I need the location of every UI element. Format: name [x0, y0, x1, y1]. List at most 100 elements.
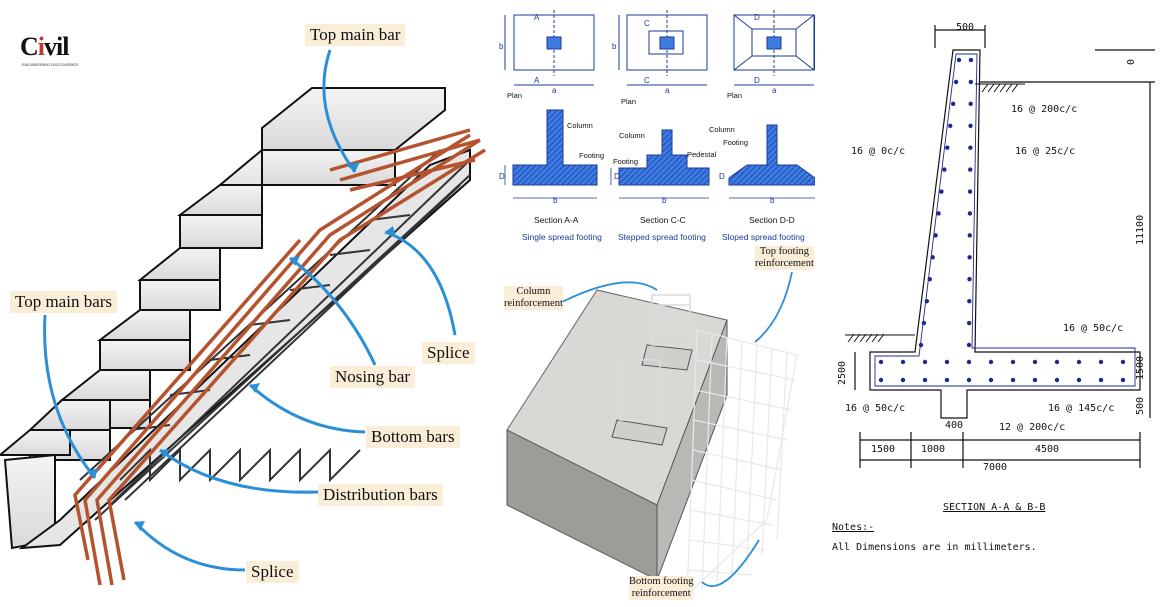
dim-a-1: a	[552, 86, 557, 95]
rebar-dot	[953, 79, 959, 85]
section-dd-type: Sloped spread footing	[722, 232, 805, 242]
rebar-dot	[922, 377, 928, 383]
rebar-dot	[1098, 359, 1104, 365]
rebar-dot	[988, 377, 994, 383]
dim-500-top: 500	[956, 22, 975, 33]
rebar-dot	[930, 255, 935, 260]
column-label-2: Column	[619, 131, 645, 140]
section-views	[512, 109, 815, 186]
rebar-dot	[966, 377, 972, 383]
plan-label-1: Plan	[507, 91, 523, 100]
rebar-dot	[944, 377, 950, 383]
section-title: SECTION A-A & B-B	[943, 502, 1046, 513]
dim-400: 400	[945, 420, 964, 431]
section-cc-title: Section C-C	[640, 215, 686, 225]
letter-c1: C	[644, 19, 650, 28]
rebar-dot	[942, 167, 947, 172]
dim-D-2: D	[614, 172, 620, 181]
dim-b-sec-2: b	[662, 196, 667, 205]
rebar-12-200: 12 @ 200c/c	[999, 422, 1066, 433]
rebar-dot	[878, 377, 884, 383]
rebar-dot	[967, 189, 973, 194]
rebar-dot	[1120, 377, 1126, 383]
rebar-dot	[1054, 377, 1060, 383]
notes-title: Notes:-	[832, 522, 875, 533]
label-splice-right: Splice	[422, 342, 475, 364]
rebar-dot	[956, 57, 962, 63]
dim-11100: 11100	[1135, 214, 1146, 245]
rebar-16-50-right: 16 @ 50c/c	[1063, 323, 1124, 334]
rebar-dot	[1032, 377, 1038, 383]
civil-logo: Civil	[20, 32, 69, 61]
footing-drawings	[504, 10, 815, 597]
rebar-dot	[1010, 359, 1016, 365]
label-bottom-bars: Bottom bars	[366, 426, 460, 448]
rebar-dot	[936, 211, 941, 216]
dim-a-2: a	[665, 86, 670, 95]
waist-slab	[18, 148, 471, 550]
plan-views	[504, 10, 815, 86]
rebar-dot	[939, 189, 944, 194]
label-column-reinforcement: Column reinforcement	[504, 286, 563, 310]
rebar-dot	[967, 277, 972, 282]
staircase-drawing	[0, 49, 486, 586]
stair-steps	[0, 87, 446, 550]
rebar-dot	[968, 167, 973, 172]
rebar-16-50-left: 16 @ 50c/c	[845, 403, 906, 414]
column-label-1: Column	[567, 121, 593, 130]
rebar-dot	[950, 101, 956, 107]
rebar-dot	[933, 233, 938, 238]
rebar-dot	[900, 359, 906, 365]
rebar-dot	[924, 298, 930, 304]
rebar-dots	[878, 57, 1126, 383]
dim-D-3: D	[719, 172, 725, 181]
main-rebars	[73, 128, 486, 586]
dim-1500: 1500	[871, 444, 896, 455]
dim-b-sec-3: b	[770, 196, 775, 205]
letter-d2: D	[754, 76, 760, 85]
notes-text: All Dimensions are in millimeters.	[832, 542, 1037, 553]
dim-4500: 4500	[1035, 444, 1060, 455]
rebar-dot	[921, 320, 927, 326]
rebar-dot	[967, 255, 972, 260]
label-top-main-bar: Top main bar	[305, 24, 406, 46]
rebar-dot	[968, 79, 974, 85]
dim-1500-right: 1500	[1135, 355, 1146, 380]
dim-500-right: 500	[1135, 396, 1146, 415]
dim-2500: 2500	[837, 360, 848, 385]
rebar-dot	[966, 342, 972, 348]
label-splice-bottom: Splice	[246, 561, 299, 583]
callout-arrows	[43, 49, 457, 572]
dim-b-2: b	[612, 42, 617, 51]
dim-1000: 1000	[921, 444, 946, 455]
wall-outline	[854, 25, 1155, 468]
staircase-panel: Civil ENGINEERING DISCOVERIES Top main b…	[0, 0, 497, 607]
section-dd-title: Section D-D	[749, 215, 795, 225]
ground-hatch	[845, 83, 1025, 343]
pedestal-label: Pedestal	[687, 150, 717, 159]
dim-7000: 7000	[983, 462, 1008, 473]
dim-0: 0	[1126, 58, 1137, 65]
letter-a2: A	[534, 76, 540, 85]
plan-label-3: Plan	[727, 91, 743, 100]
rebar-dot	[945, 145, 950, 150]
label-top-footing-reinforcement: Top footing reinforcement	[755, 246, 814, 270]
rebar-dot	[922, 359, 928, 365]
letter-d1: D	[754, 13, 760, 22]
footings-panel: A A C C D D b b b a a a Plan Plan Plan C…	[497, 0, 815, 607]
footing-3d	[506, 289, 798, 597]
rebar-dot	[900, 377, 906, 383]
rebar-dot	[1010, 377, 1016, 383]
footing-label-2: Footing	[613, 157, 639, 166]
dim-D-1: D	[499, 172, 505, 181]
rebar-16-200: 16 @ 200c/c	[1011, 104, 1078, 115]
rebar-dot	[918, 342, 924, 348]
logo-subtext: ENGINEERING DISCOVERIES	[22, 62, 79, 67]
rebar-dot	[927, 277, 932, 282]
label-distribution-bars: Distribution bars	[318, 484, 443, 506]
label-nosing-bar: Nosing bar	[330, 366, 416, 388]
rebar-dot	[1054, 359, 1060, 365]
rebar-dot	[968, 101, 973, 107]
label-top-main-bars: Top main bars	[10, 291, 118, 313]
column-label-3: Column	[709, 125, 735, 134]
